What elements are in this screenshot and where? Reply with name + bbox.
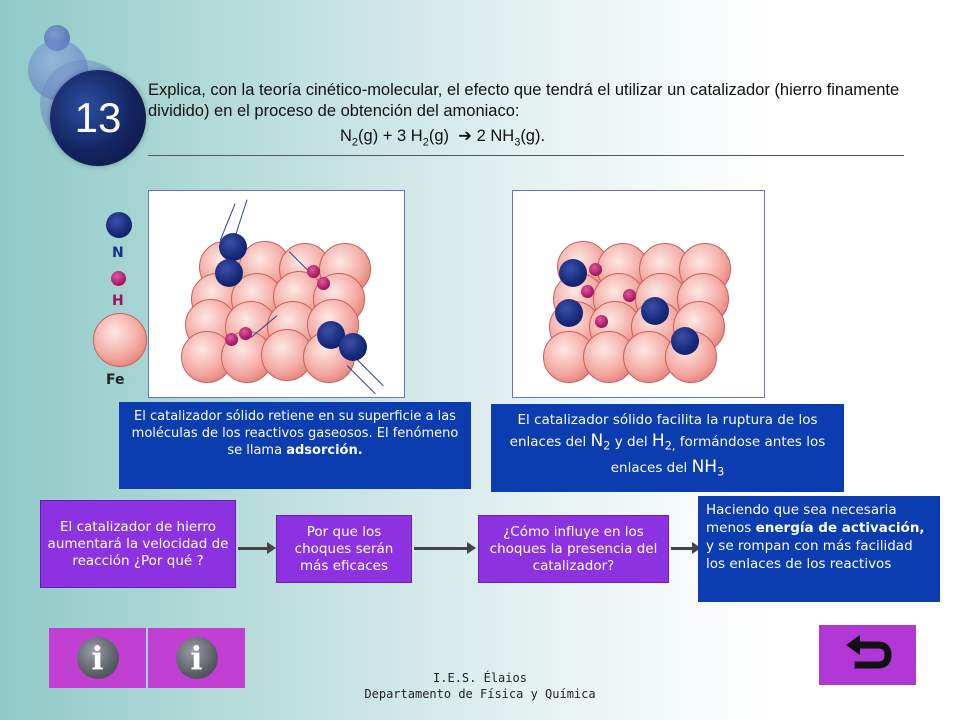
rupture-sub: 2, — [664, 439, 676, 453]
flow-arrow — [414, 542, 476, 554]
rupture-sub: 3 — [717, 465, 725, 479]
legend-fe-label: Fe — [106, 372, 125, 388]
n-atom — [339, 333, 367, 361]
legend-n-label: N — [112, 245, 124, 261]
rupture-h2: H — [651, 431, 665, 451]
flow-step-3: ¿Cómo influye en los choques la presenci… — [478, 515, 669, 583]
n-atom — [215, 259, 243, 287]
rupture-nh3: NH — [691, 456, 718, 477]
trajectory-line — [346, 365, 376, 395]
legend-h-label: H — [112, 293, 124, 309]
rupture-n2: N — [590, 431, 604, 451]
info-icon: i — [175, 637, 218, 679]
info-button-1[interactable]: i — [49, 628, 146, 688]
h-atom — [595, 315, 608, 328]
h-atom — [239, 327, 252, 340]
footer-department: Departamento de Física y Química — [364, 687, 596, 701]
adsorption-text: El catalizador sólido retiene en su supe… — [131, 409, 459, 458]
adsorption-panel — [148, 190, 405, 398]
fe-atom — [623, 331, 675, 383]
rupture-sub: 2 — [603, 439, 611, 453]
arrow-right-icon: ➔ — [458, 127, 472, 145]
activation-energy-term: energía de activación, — [755, 520, 925, 536]
rupture-text: El catalizador sólido facilita la ruptur… — [509, 412, 818, 450]
flow-step-2: Por que los choques serán más eficaces — [276, 515, 412, 583]
h-atom — [317, 277, 330, 290]
flow-step-4: Haciendo que sea necesaria menos energía… — [698, 496, 940, 602]
n-atom — [671, 327, 699, 355]
eq-part: (g) + 3 H — [358, 127, 423, 145]
question-text: Explica, con la teoría cinético-molecula… — [148, 81, 900, 120]
eq-part: (g) — [428, 127, 449, 145]
adsorption-term: adsorción. — [286, 443, 363, 458]
flow-step-1: El catalizador de hierro aumentará la ve… — [40, 500, 236, 588]
legend-fe-atom — [93, 313, 147, 367]
slide-number: 13 — [74, 94, 122, 141]
flow-step-1-text: El catalizador de hierro aumentará la ve… — [47, 518, 229, 569]
reaction-equation: N2(g) + 3 H2(g) ➔ 2 NH3(g). — [340, 126, 545, 148]
footer-school: I.E.S. Élaios — [433, 671, 527, 685]
flow-step-4-text: y se rompan con más facilidad los enlace… — [706, 538, 913, 572]
eq-sub: 3 — [514, 136, 521, 149]
flow-arrow — [671, 542, 701, 554]
n-atom — [555, 299, 583, 327]
n-atom — [641, 297, 669, 325]
back-button[interactable] — [819, 625, 916, 685]
h-atom — [225, 333, 238, 346]
eq-sub: 2 — [351, 136, 359, 149]
eq-part: (g). — [520, 127, 546, 145]
eq-part: 2 NH — [472, 127, 515, 145]
h-atom — [589, 263, 602, 276]
legend-n-atom — [106, 212, 132, 238]
rupture-text: formándose antes los enlaces del — [610, 434, 826, 476]
eq-n2: N — [340, 127, 352, 145]
info-button-2[interactable]: i — [148, 628, 245, 688]
h-atom — [623, 289, 636, 302]
n-atom — [219, 233, 247, 261]
slide-number-badge: 13 — [50, 70, 146, 166]
h-atom — [581, 285, 594, 298]
trajectory-line — [354, 357, 384, 387]
rupture-text: y del — [610, 434, 652, 450]
eq-sub: 2 — [422, 136, 429, 149]
flow-arrow — [238, 542, 276, 554]
footer: I.E.S. Élaios Departamento de Física y Q… — [300, 670, 660, 702]
flow-step-2-text: Por que los choques serán más eficaces — [294, 523, 394, 574]
flow-step-4-text: Haciendo que sea necesaria menos — [706, 502, 897, 536]
info-icon: i — [76, 637, 119, 679]
rupture-explanation: El catalizador sólido facilita la ruptur… — [491, 404, 844, 492]
legend-h-atom — [111, 271, 126, 286]
adsorption-explanation: El catalizador sólido retiene en su supe… — [119, 402, 471, 489]
divider-line — [148, 155, 904, 156]
n-atom — [559, 259, 587, 287]
flow-step-3-text: ¿Cómo influye en los choques la presenci… — [489, 523, 658, 574]
h-atom — [307, 265, 320, 278]
return-arrow-icon — [845, 635, 892, 669]
rupture-panel — [512, 190, 765, 398]
